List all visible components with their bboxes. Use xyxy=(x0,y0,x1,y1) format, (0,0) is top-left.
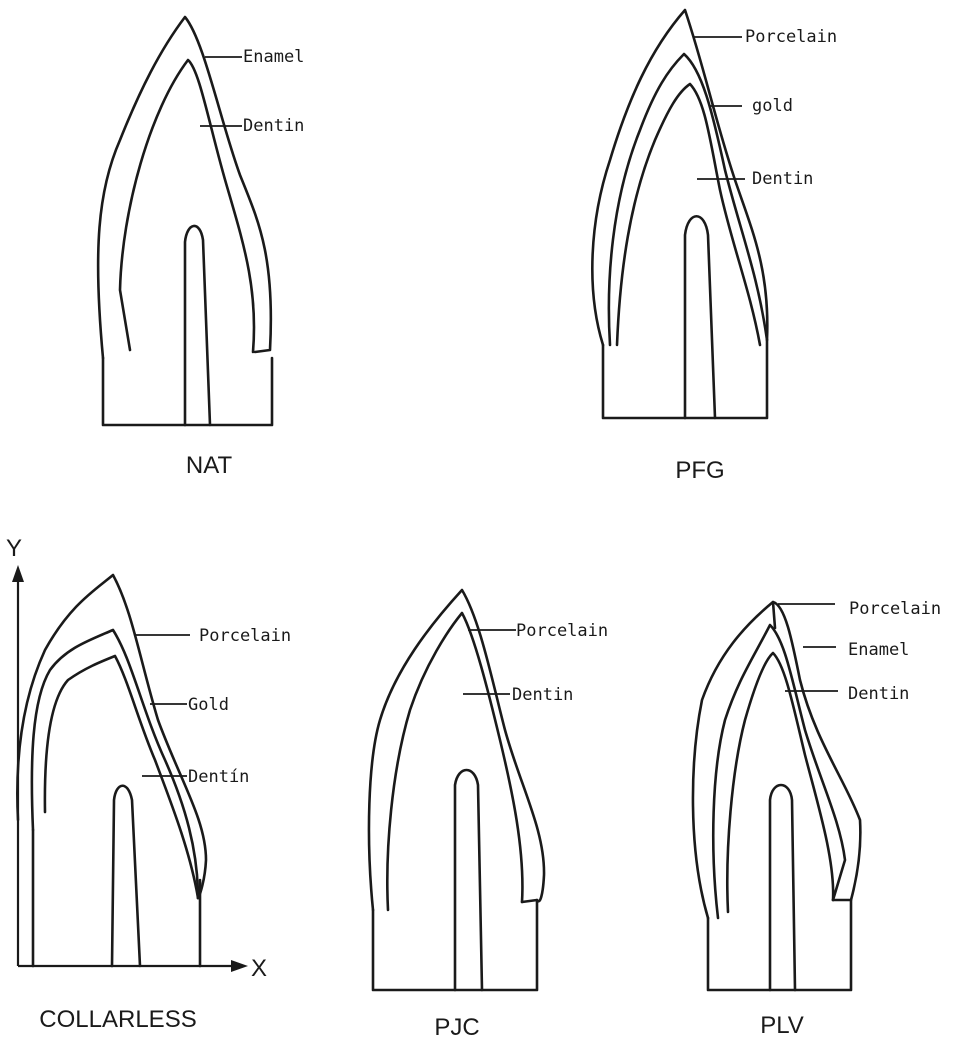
nat-pulp-canal xyxy=(185,226,210,425)
collarless-root-block xyxy=(33,830,200,966)
panel-plv: Porcelain Enamel Dentin PLV xyxy=(693,599,941,1038)
pfg-gold-label: gold xyxy=(752,96,793,116)
pjc-dentin-label: Dentin xyxy=(512,685,573,705)
plv-dentin-label: Dentin xyxy=(848,684,909,704)
panel-nat: Enamel Dentin NAT xyxy=(98,17,304,479)
pfg-caption: PFG xyxy=(675,457,724,484)
plv-enamel-label: Enamel xyxy=(848,640,909,660)
nat-root-block xyxy=(103,358,272,425)
nat-enamel-label: Enamel xyxy=(243,47,304,67)
collarless-dentin-outline xyxy=(45,656,198,898)
plv-enamel-outline xyxy=(713,625,845,918)
pjc-porcelain-label: Porcelain xyxy=(516,621,608,641)
collarless-caption: COLLARLESS xyxy=(39,1006,196,1033)
plv-porcelain-tip-line xyxy=(773,602,775,628)
panel-pfg: Porcelain gold Dentin PFG xyxy=(592,10,837,484)
collarless-porcelain-outline xyxy=(17,575,206,898)
pfg-porcelain-label: Porcelain xyxy=(745,27,837,47)
plv-pulp-canal xyxy=(770,785,795,990)
y-axis-arrow xyxy=(12,565,24,582)
y-axis-label: Y xyxy=(6,535,22,562)
collarless-pulp-canal xyxy=(112,786,140,966)
collarless-gold-label: Gold xyxy=(188,695,229,715)
nat-caption: NAT xyxy=(186,452,233,479)
x-axis-label: X xyxy=(251,955,267,982)
nat-dentin-outline xyxy=(120,60,254,352)
pfg-pulp-canal xyxy=(685,216,715,418)
collarless-gold-outline xyxy=(32,630,198,898)
pfg-dentin-outline xyxy=(617,84,760,345)
x-axis-arrow xyxy=(231,960,248,972)
panel-pjc: Porcelain Dentin PJC xyxy=(369,590,608,1038)
nat-dentin-label: Dentin xyxy=(243,116,304,136)
collarless-porcelain-label: Porcelain xyxy=(199,626,291,646)
plv-root-block xyxy=(708,900,851,990)
panel-collarless: Y X Porcelain Gold Dentín COLLARLESS xyxy=(6,535,291,1033)
collarless-dentin-label: Dentín xyxy=(188,767,249,787)
pfg-dentin-label: Dentin xyxy=(752,169,813,189)
plv-porcelain-label: Porcelain xyxy=(849,599,941,619)
pjc-pulp-canal xyxy=(455,770,482,990)
plv-caption: PLV xyxy=(760,1012,804,1038)
pjc-caption: PJC xyxy=(434,1014,479,1038)
